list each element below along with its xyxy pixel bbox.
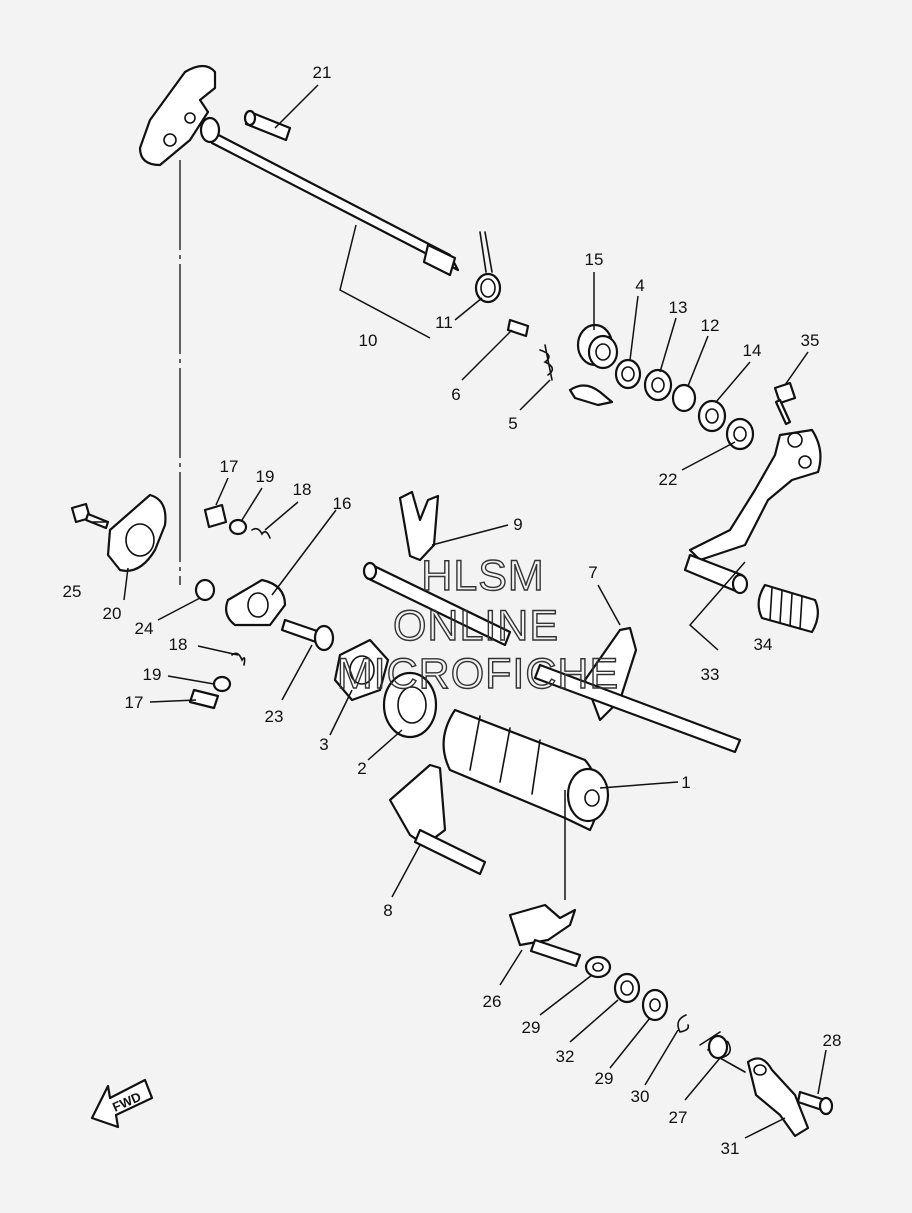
callout-18-lower: 18 — [169, 635, 188, 654]
callout-17-upper: 17 — [220, 457, 239, 476]
callout-27: 27 — [669, 1108, 688, 1127]
watermark-line-3: MICROFICHE — [337, 650, 619, 698]
callout-23: 23 — [265, 707, 284, 726]
small-bolt-and-spring — [506, 318, 614, 407]
callout-8: 8 — [383, 901, 392, 920]
callout-29-upper: 29 — [522, 1018, 541, 1037]
stopper-lever-group — [188, 503, 287, 710]
callout-30: 30 — [631, 1087, 650, 1106]
callout-26: 26 — [483, 992, 502, 1011]
callout-3: 3 — [319, 735, 328, 754]
shaft-spring — [474, 231, 502, 304]
callout-4: 4 — [635, 276, 644, 295]
callout-19-upper: 19 — [256, 467, 275, 486]
pedal-bearing-and-bolt — [725, 381, 797, 451]
callout-22: 22 — [659, 470, 678, 489]
watermark-line-2: ONLINE — [393, 602, 559, 650]
fwd-arrow-icon: FWD — [90, 1078, 154, 1129]
callout-10: 10 — [359, 331, 378, 350]
callout-14: 14 — [743, 341, 762, 360]
lower-washer-stack — [584, 955, 690, 1033]
segment-and-bearing — [333, 638, 438, 739]
watermark-line-1: HLSM — [421, 552, 544, 600]
callout-32: 32 — [556, 1047, 575, 1066]
callout-2: 2 — [357, 759, 366, 778]
callout-20: 20 — [103, 604, 122, 623]
callout-17-lower: 17 — [125, 693, 144, 712]
callout-18-upper: 18 — [293, 480, 312, 499]
callout-7: 7 — [588, 563, 597, 582]
callout-19-lower: 19 — [143, 665, 162, 684]
callout-1: 1 — [681, 773, 690, 792]
callout-28: 28 — [823, 1031, 842, 1050]
upper-shift-fork — [362, 490, 512, 647]
segment-plate-group — [70, 493, 216, 602]
callout-33: 33 — [701, 665, 720, 684]
callout-31: 31 — [721, 1139, 740, 1158]
callout-9: 9 — [513, 515, 522, 534]
callout-35: 35 — [801, 331, 820, 350]
callout-13: 13 — [669, 298, 688, 317]
return-spring — [699, 1031, 746, 1073]
callout-12: 12 — [701, 316, 720, 335]
callout-numbers: 21 10 11 15 4 13 12 14 35 6 5 22 17 19 1… — [63, 63, 842, 1158]
shift-drum — [442, 708, 610, 832]
callout-24: 24 — [135, 619, 154, 638]
callout-11: 11 — [435, 313, 453, 332]
right-shift-fork — [533, 626, 742, 754]
shift-pedal — [683, 428, 822, 634]
callout-29-lower: 29 — [595, 1069, 614, 1088]
callout-5: 5 — [508, 414, 517, 433]
watermark: HLSM ONLINE MICROFICHE — [336, 551, 619, 698]
callout-15: 15 — [585, 250, 604, 269]
callout-34: 34 — [754, 635, 773, 654]
stopper-bolt — [280, 618, 335, 652]
shift-arm — [508, 903, 582, 968]
lower-shift-fork — [388, 763, 487, 876]
shift-shaft-assembly — [138, 64, 460, 277]
callout-25: 25 — [63, 582, 82, 601]
callout-6: 6 — [451, 385, 460, 404]
collar-washer-stack — [576, 323, 727, 433]
callout-16: 16 — [333, 494, 352, 513]
leader-lines — [92, 84, 827, 1139]
callout-21: 21 — [313, 63, 332, 82]
lever-plate-and-bolt — [746, 1057, 834, 1138]
